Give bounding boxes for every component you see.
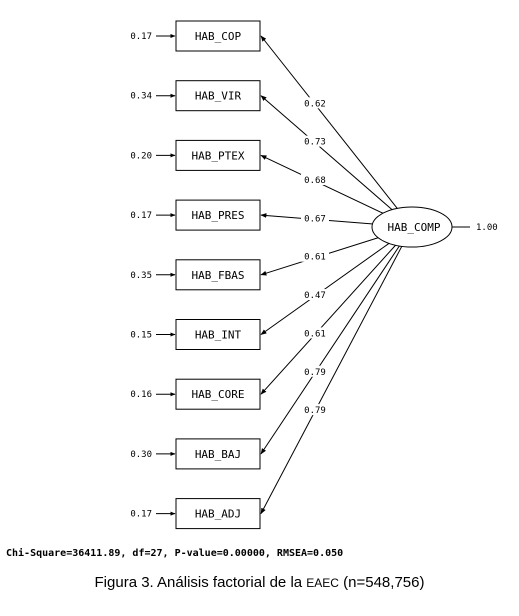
path-diagram: HAB_COP HAB_VIR HAB_PTEX HAB_PRES HAB_FBAS HA… — [130, 20, 498, 530]
loading-label-bg — [301, 404, 329, 416]
loading-arrow — [260, 244, 397, 395]
loading-arrow — [260, 35, 398, 210]
error-variance-label: 0.17 — [130, 211, 152, 221]
error-variance-label: 0.15 — [130, 331, 152, 341]
loading-label-bg — [301, 289, 329, 301]
indicator-label: HAB_CORE — [192, 388, 245, 401]
loading-arrow — [260, 95, 393, 211]
loading-label-bg — [301, 97, 329, 109]
indicator-box — [175, 438, 261, 470]
indicator-label: HAB_COP — [195, 30, 242, 43]
indicator-label: HAB_BAJ — [195, 448, 241, 461]
error-variance-label: 0.30 — [130, 450, 152, 460]
indicator-label: HAB_ADJ — [195, 508, 241, 521]
error-variance-label: 0.34 — [130, 92, 152, 102]
indicator-label: HAB_FBAS — [192, 269, 245, 282]
caption-suffix: (n=548,756) — [338, 574, 425, 591]
indicator-box — [175, 259, 261, 291]
loading-label: 0.79 — [304, 406, 326, 416]
loading-label-bg — [301, 327, 329, 339]
loading-arrow — [260, 245, 403, 515]
figure-caption: Figura 3. Análisis factorial de la EAEC … — [0, 574, 519, 591]
latent-ellipse — [371, 206, 453, 248]
fit-statistics: Chi-Square=36411.89, df=27, P-value=0.00… — [6, 548, 344, 559]
loading-label: 0.47 — [304, 291, 326, 301]
loading-label: 0.68 — [304, 176, 326, 186]
loading-label: 0.73 — [304, 138, 326, 148]
indicator-box — [175, 80, 261, 112]
loading-label: 0.61 — [304, 253, 326, 263]
error-variance-label: 0.35 — [130, 271, 152, 281]
loading-label: 0.62 — [304, 99, 326, 109]
indicator-label: HAB_PRES — [192, 209, 245, 222]
loading-label: 0.67 — [304, 214, 326, 224]
error-variance-label: 0.17 — [130, 510, 152, 520]
loading-label: 0.79 — [304, 368, 326, 378]
error-variance-label: 0.17 — [130, 32, 152, 42]
error-variance-label: 0.20 — [130, 151, 152, 161]
latent-label: HAB_COMP — [388, 221, 441, 234]
loading-label-bg — [301, 135, 329, 147]
loading-label-bg — [301, 365, 329, 377]
indicator-box — [175, 378, 261, 410]
indicator-box — [175, 498, 261, 530]
indicator-box — [175, 139, 261, 171]
loading-label-bg — [301, 174, 329, 186]
loading-arrow — [260, 245, 401, 455]
indicator-box — [175, 199, 261, 231]
error-variance-label: 0.16 — [130, 390, 152, 400]
indicator-label: HAB_PTEX — [192, 149, 245, 162]
caption-abbrev: EAEC — [306, 576, 339, 590]
indicator-box — [175, 20, 261, 52]
caption-prefix: Figura 3. Análisis factorial de la — [94, 574, 307, 591]
loading-label-bg — [301, 212, 329, 224]
indicator-box — [175, 319, 261, 350]
loading-label: 0.61 — [304, 329, 326, 339]
latent-variance-label: 1.00 — [476, 223, 498, 233]
indicator-label: HAB_INT — [195, 329, 242, 342]
indicator-label: HAB_VIR — [195, 90, 242, 103]
loading-label-bg — [301, 250, 329, 262]
loading-arrow — [260, 242, 390, 335]
